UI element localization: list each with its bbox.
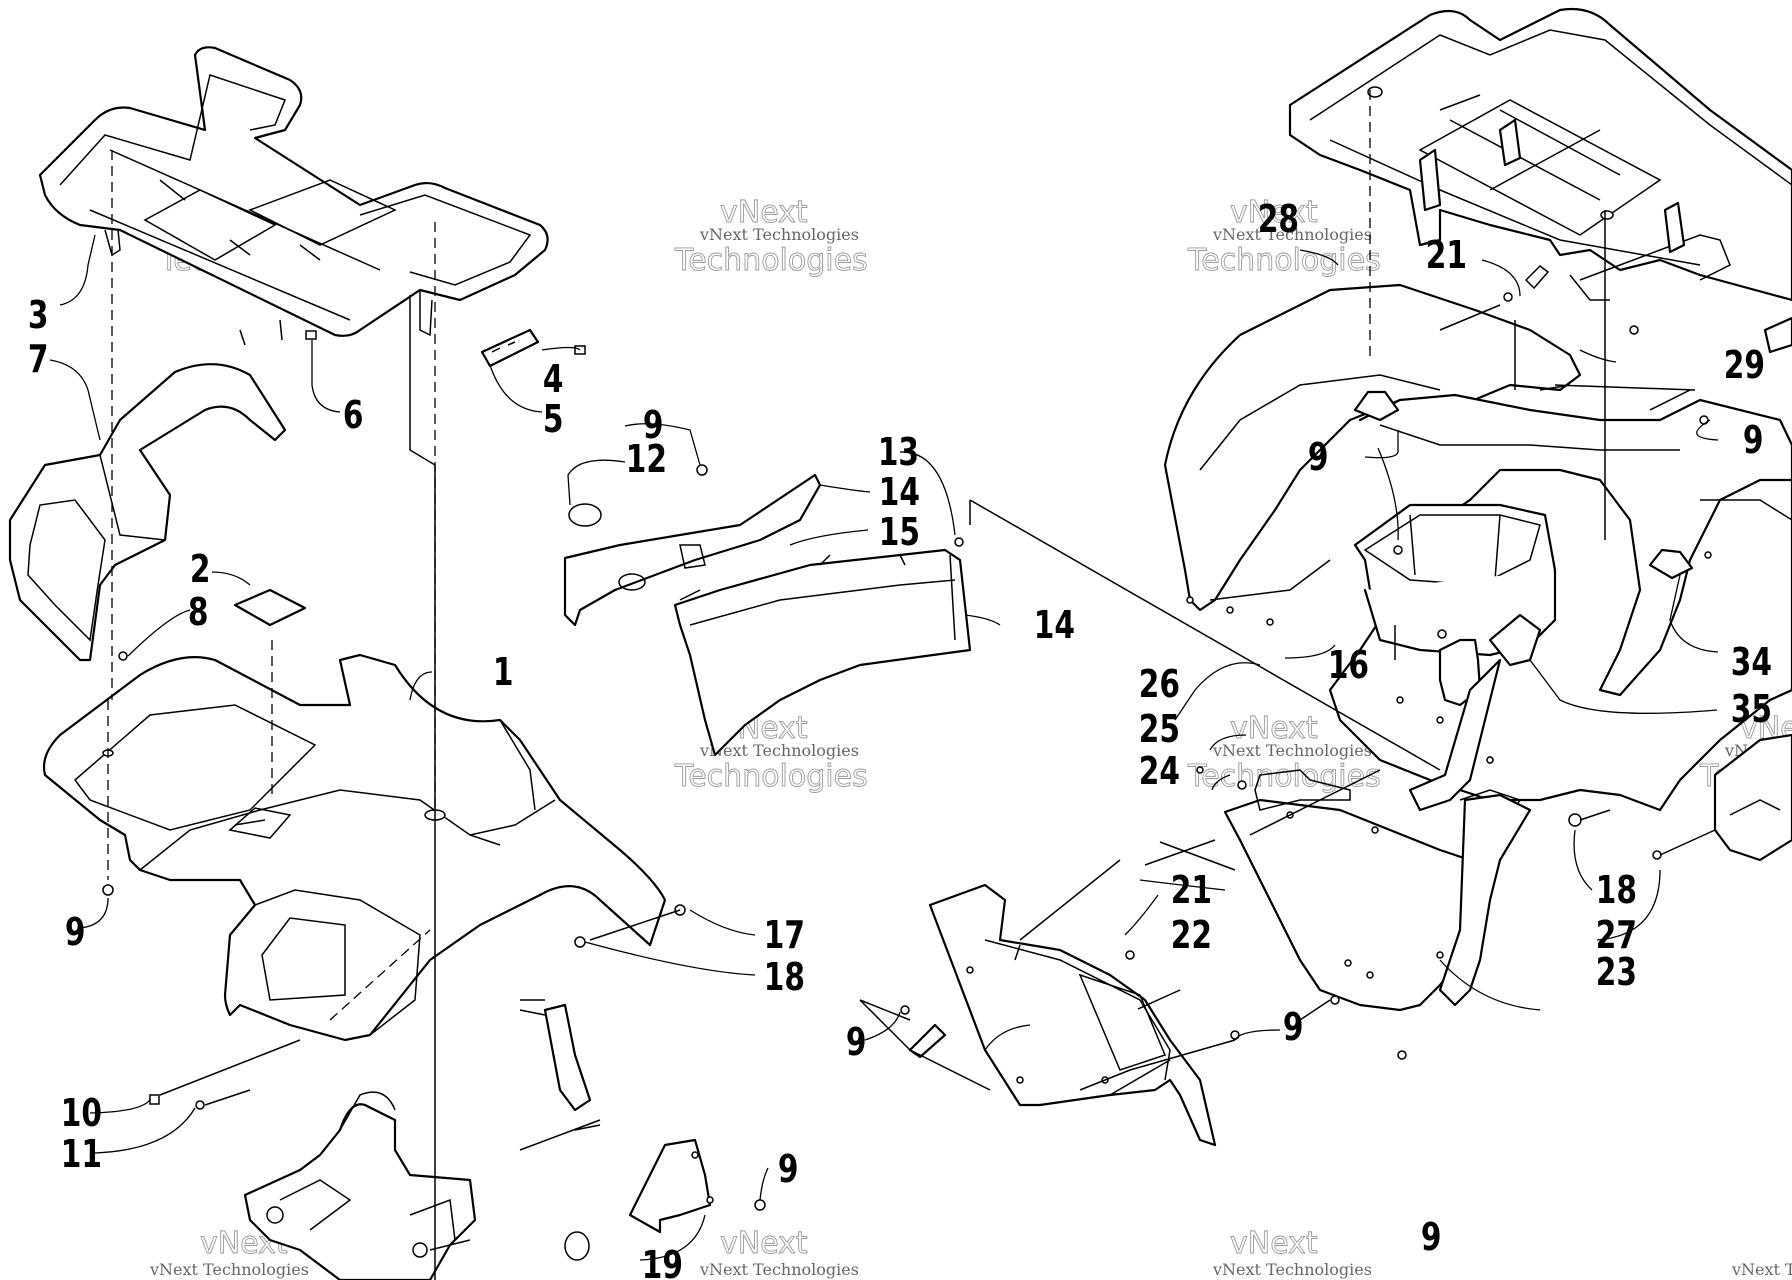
callout-18-right: 18 [1596,868,1637,913]
front-fender-1 [42,653,667,1042]
callout-9-lower: 9 [1283,1005,1304,1050]
watermark: vNext Technologies [1731,1260,1792,1279]
callout-9-bracket: 9 [778,1147,799,1192]
callout-34: 34 [1731,640,1772,685]
callout-7: 7 [28,337,49,382]
callout-2: 2 [190,547,211,592]
callout-14-right: 14 [1034,603,1075,648]
rear-fender-body [1163,283,1792,812]
watermark-text: Technologies [674,759,868,794]
callout-24: 24 [1139,749,1180,794]
callout-15: 15 [879,510,920,555]
grommet-12 [568,503,602,527]
watermark: vNext vNext Technologies Technologies [674,195,869,279]
watermark: vNext vNext Technologies Technologies [674,711,869,795]
rear-rack [1288,7,1792,302]
callout-17: 17 [764,913,805,958]
watermark-text: vNext Technologies [1212,741,1372,760]
callout-9-right: 9 [1743,418,1764,463]
callout-3: 3 [28,293,49,338]
clamp-ring [564,1231,590,1261]
callout-9-bottom: 9 [1421,1215,1442,1260]
latch-35 [1488,613,1542,667]
frame-tube-center [519,999,601,1151]
watermark-text: vNext Technologies [149,1260,309,1279]
watermark-text: vNext [720,195,808,230]
front-rack [38,46,549,346]
bracket-5 [480,328,540,368]
callout-28: 28 [1258,197,1299,242]
callout-9-cap: 9 [1308,435,1329,480]
callout-10: 10 [61,1091,102,1136]
watermark: vNext vNext Technologies [699,1226,859,1279]
assembly-lines [107,90,1716,1280]
callout-23: 23 [1596,950,1637,995]
callout-19: 19 [642,1243,683,1280]
callout-8: 8 [188,590,209,635]
watermark-text: vNext [1230,195,1318,230]
watermark: vNext vNext Technologies Technologies [1187,711,1382,795]
watermark-text: vNext Technologies [1731,1260,1792,1279]
leader-lines [49,234,1719,1261]
watermark-text: Technologies [674,243,868,278]
callout-29: 29 [1724,343,1765,388]
footwell-panel-23 [1223,756,1532,1012]
side-panel-lower [673,548,972,757]
clip-9 [908,1023,947,1059]
cover-plate-2 [233,588,307,627]
watermark-text: vNext [1230,1226,1318,1261]
watermark-text: vNext Technologies [1212,1260,1372,1279]
fender-panel-7 [8,363,287,662]
storage-box [1353,503,1557,657]
watermark-text: vNext Technologies [699,225,859,244]
callout-12: 12 [626,437,667,482]
callout-13: 13 [878,430,919,475]
cap-34 [1648,548,1694,580]
callout-25: 25 [1139,707,1180,752]
callout-27: 27 [1596,913,1637,958]
callout-21-upper: 21 [1426,233,1467,278]
callout-5: 5 [543,397,564,442]
callout-1: 1 [493,650,514,695]
watermark-text: Technologies [1187,243,1381,278]
side-panel-16 [1408,638,1502,812]
side-panel-upper [563,473,822,627]
callout-9-top: 9 [643,403,664,448]
watermark-text: vNext [720,1226,808,1261]
callout-35: 35 [1731,687,1772,732]
watermark: vNext vNext Technologies Technologies [1187,195,1382,279]
callout-4: 4 [543,357,564,402]
fuel-cap-9 [1353,390,1400,422]
callout-9-left: 9 [65,910,86,955]
callout-22: 22 [1171,913,1212,958]
callout-18-left: 18 [764,955,805,1000]
bracket-19 [628,1138,714,1234]
watermark-text: vNext Technologies [1212,225,1372,244]
mud-flap-27 [1713,733,1792,862]
callout-16: 16 [1328,643,1369,688]
callout-14-top: 14 [879,470,920,515]
watermark-text: vNext Technologies [699,741,859,760]
callout-6: 6 [343,393,364,438]
watermark-text: vNext [1230,711,1318,746]
bracket-reflector-right [1763,316,1792,354]
watermark-text: vNext Technologies [699,1260,859,1279]
side-panel-22 [928,883,1217,1147]
watermark-text: Technologies [1187,759,1381,794]
frame-lower-left [243,1091,477,1280]
callout-labels: 3 7 6 4 5 2 8 1 9 10 11 9 12 13 14 15 14… [28,197,1772,1280]
callout-9-clip: 9 [846,1020,867,1065]
callout-21-lower: 21 [1171,868,1212,913]
callout-11: 11 [61,1132,102,1177]
callout-26: 26 [1139,662,1180,707]
watermark: vNext vNext Technologies [1212,1226,1372,1279]
